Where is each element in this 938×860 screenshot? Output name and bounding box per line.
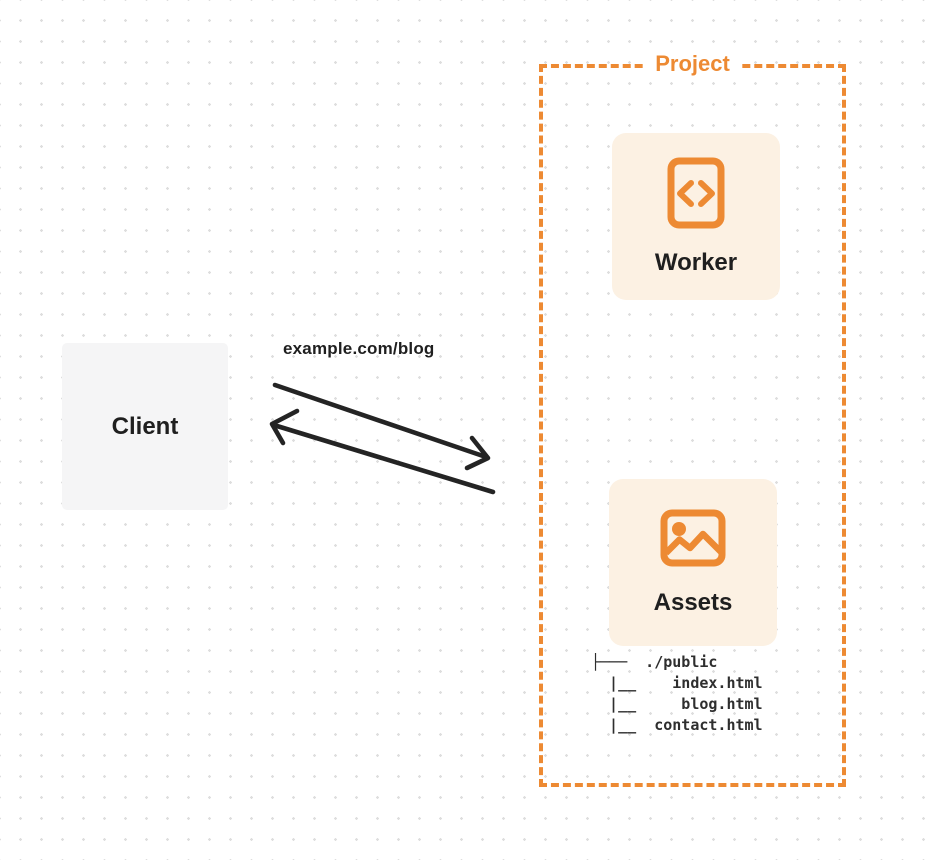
worker-node: Worker [612,133,780,300]
worker-label: Worker [654,248,738,276]
response-arrow [269,408,496,495]
assets-label: Assets [653,588,733,616]
request-arrow [272,382,491,471]
client-node: Client [62,343,228,510]
public-file-tree: ├─── ./public |__ index.html |__ blog.ht… [591,653,763,734]
image-icon [660,509,726,566]
project-container: Project Worker Assets ├─── ./public |__ … [539,51,846,787]
code-file-icon [667,157,725,228]
project-label: Project [645,51,740,77]
client-label: Client [111,412,179,440]
assets-node: Assets [609,479,777,646]
request-url-label: example.com/blog [283,339,435,358]
